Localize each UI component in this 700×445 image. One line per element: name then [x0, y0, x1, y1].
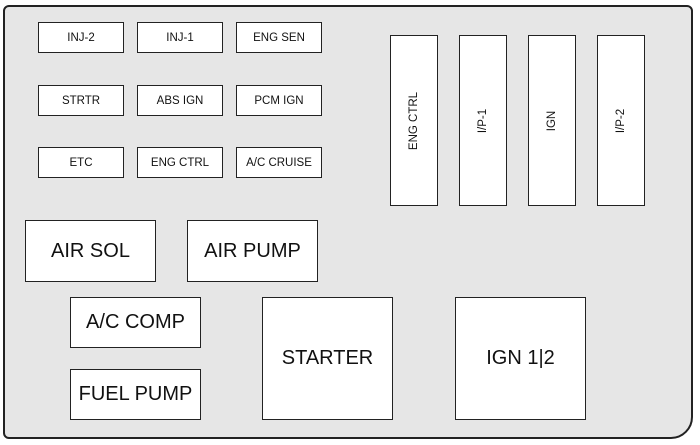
label: I/P-1 [476, 108, 489, 133]
maxi-fuse-ip-2: I/P-2 [597, 35, 645, 206]
label: I/P-2 [614, 108, 627, 133]
maxi-fuse-ign: IGN [528, 35, 576, 206]
relay-ign: IGN 1|2 [455, 297, 586, 420]
label: IGN [545, 110, 558, 131]
fuse-inj-1: INJ-1 [137, 22, 223, 53]
fuse-etc: ETC [38, 147, 124, 178]
fuse-ac-cruise: A/C CRUISE [236, 147, 322, 178]
fuse-abs-ign: ABS IGN [137, 85, 223, 116]
relay-starter: STARTER [262, 297, 393, 420]
fuse-eng-sen: ENG SEN [236, 22, 322, 53]
relay-air-sol: AIR SOL [25, 220, 156, 282]
relay-fuel-pump: FUEL PUMP [70, 369, 201, 420]
label: ENG CTRL [408, 91, 420, 150]
relay-air-pump: AIR PUMP [187, 220, 318, 282]
relay-ac-comp: A/C COMP [70, 297, 201, 348]
fuse-pcm-ign: PCM IGN [236, 85, 322, 116]
fuse-eng-ctrl: ENG CTRL [137, 147, 223, 178]
maxi-fuse-eng-ctrl: ENG CTRL [390, 35, 438, 206]
fuse-inj-2: INJ-2 [38, 22, 124, 53]
fuse-strtr: STRTR [38, 85, 124, 116]
maxi-fuse-ip-1: I/P-1 [459, 35, 507, 206]
